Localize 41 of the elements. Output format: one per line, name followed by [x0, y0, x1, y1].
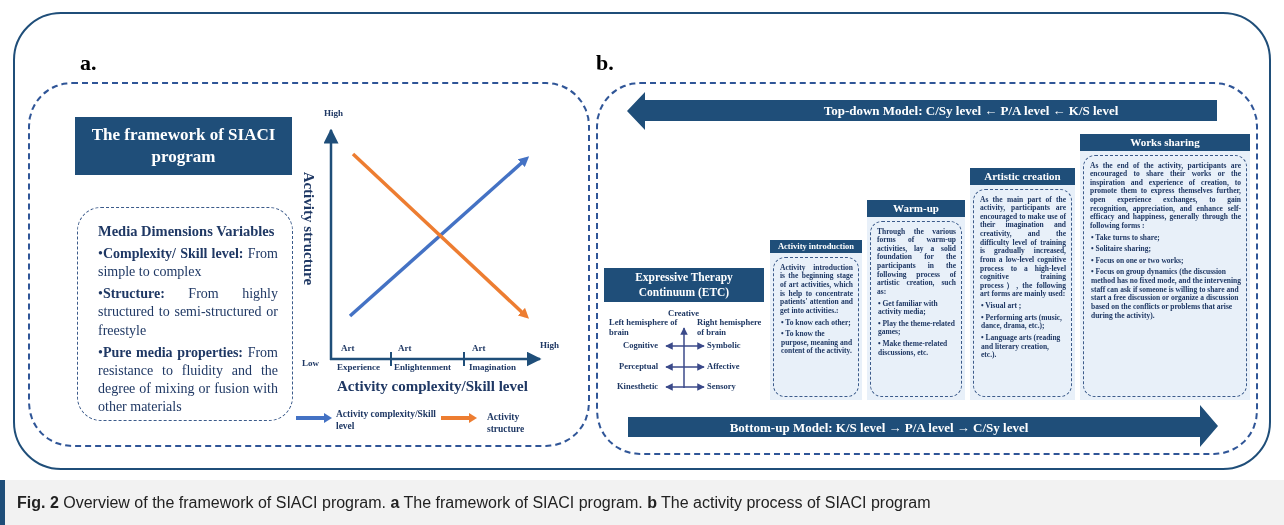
panel-letter: a. [80, 50, 97, 76]
stage-card [970, 168, 1075, 400]
axis-title: Activity complexity/Skill level [337, 378, 528, 396]
panel-letter: b. [596, 50, 614, 76]
axis-label: Art [398, 343, 412, 354]
stage-card [867, 200, 965, 400]
axis-label: Low [302, 358, 319, 369]
banner-text: Bottom-up Model: K/S level → P/A level → C/Sy level [728, 418, 1030, 437]
axis-label: Sensory [707, 382, 736, 392]
axis-label: Creative [668, 309, 699, 319]
axis-label: Art [341, 343, 355, 354]
card-header: Works sharing [1080, 134, 1250, 151]
axis-label: Left hemisphere of brain [609, 318, 679, 338]
axis-label: Perceptual [619, 362, 659, 372]
dashed-box [77, 207, 293, 421]
card-header: Artistic creation [970, 168, 1075, 185]
axis-title: Activity structure [299, 171, 317, 288]
axis-label: Affective [707, 362, 740, 372]
card-header: Activity introduction [770, 240, 862, 253]
banner-text: Top-down Model: C/Sy level ← P/A level ← K/S level [822, 101, 1120, 120]
legend-label: Activity structure [487, 411, 526, 436]
title-box: The framework of SIACI program [75, 117, 292, 175]
axis-label: Right hemisphere of brain [697, 318, 763, 338]
list-item: •Pure media properties: From resistance to fluidity and the degree of mixing or fusion with other materials [98, 343, 278, 417]
list-item: •Complexity/ Skill level: From simple to complex [98, 244, 278, 282]
axis-label: Experience [337, 362, 380, 373]
caption: Fig. 2 Overview of the framework of SIACI program. a The framework of SIACI program. b The activity process of SIACI program [17, 493, 931, 512]
card-header: Warm-up [867, 200, 965, 217]
axis-label: Symbolic [707, 341, 741, 351]
axis-label: Art [472, 343, 486, 354]
list-heading: Media Dimensions Variables [98, 222, 276, 241]
list-item: •Structure: From highly structured to semi-structured or freestyle [98, 285, 278, 340]
axis-label: High [324, 108, 343, 119]
axis-label: High [540, 340, 559, 351]
title-box: Expressive Therapy Continuum (ETC) [604, 268, 764, 302]
axis-label: Enlightenment [394, 362, 451, 373]
legend-label: Activity complexity/Skill level [336, 408, 436, 433]
axis-label: Imagination [469, 362, 516, 373]
axis-label: Kinesthetic [617, 382, 659, 392]
axis-label: Cognitive [623, 341, 658, 351]
stage-card [770, 240, 862, 400]
